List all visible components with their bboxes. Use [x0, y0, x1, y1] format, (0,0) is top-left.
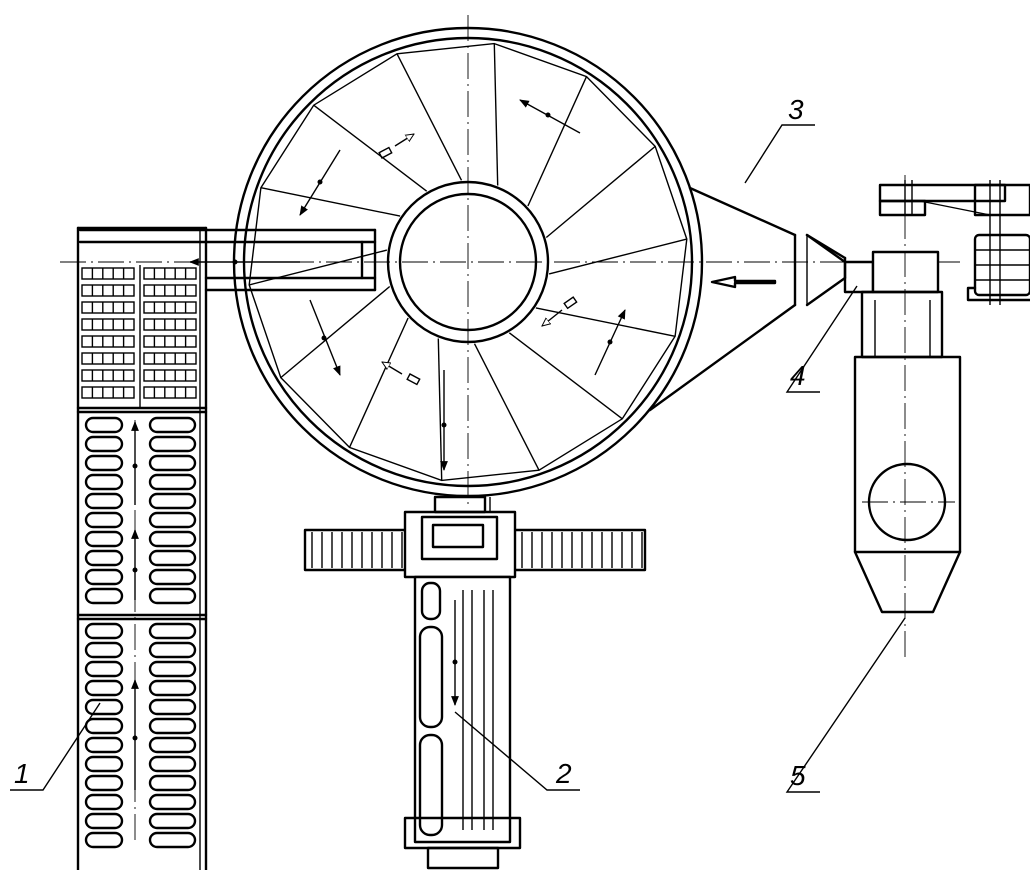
drum-blade — [260, 187, 401, 217]
vent-slot — [84, 736, 124, 754]
vent-slot — [84, 774, 124, 792]
drum-blade — [527, 76, 588, 207]
drum-blade — [535, 307, 676, 337]
vent-slot — [148, 511, 197, 529]
vent-slot — [148, 793, 197, 811]
callout-2: 2 — [556, 758, 572, 789]
grate-cell — [81, 352, 135, 365]
grate-cell — [143, 267, 197, 280]
grate-cell — [81, 301, 135, 314]
vent-slot — [148, 812, 197, 830]
dust-collector — [853, 355, 962, 614]
vent-slot — [148, 698, 197, 716]
vent-slot — [84, 679, 124, 697]
vent-slot — [84, 492, 124, 510]
gear-teeth — [311, 532, 643, 568]
drum-blade — [493, 43, 499, 186]
drum-blade — [249, 249, 388, 286]
vent-slot — [84, 530, 124, 548]
vent-slot — [84, 717, 124, 735]
callout-3: 3 — [788, 94, 804, 125]
vent-slot — [84, 755, 124, 773]
vent-slot — [84, 641, 124, 659]
vent-slot — [148, 774, 197, 792]
drum-blade — [348, 317, 409, 448]
callout-1: 1 — [14, 758, 30, 789]
grate-cell — [143, 318, 197, 331]
vent-slot — [148, 717, 197, 735]
grate-cells — [81, 267, 197, 399]
leader-lines — [10, 124, 906, 793]
vent-slot — [148, 755, 197, 773]
grate-cell — [81, 335, 135, 348]
grate-cell — [81, 386, 135, 399]
vent-slot — [148, 622, 197, 640]
vent-slot — [148, 568, 197, 586]
vent-slot — [84, 435, 124, 453]
grate-cell — [143, 386, 197, 399]
vent-slot — [148, 660, 197, 678]
grate-cell — [81, 318, 135, 331]
drive-unit — [303, 495, 647, 870]
grate-cell — [81, 369, 135, 382]
grate-cell — [143, 352, 197, 365]
vent-slot — [148, 435, 197, 453]
vent-slot — [148, 473, 197, 491]
grate-cell — [143, 284, 197, 297]
vent-slot — [148, 416, 197, 434]
vent-slot — [148, 679, 197, 697]
vent-slot — [148, 549, 197, 567]
drum-blade — [437, 338, 443, 481]
outlet-duct — [78, 228, 377, 292]
vent-slot — [148, 641, 197, 659]
vent-slot — [84, 831, 124, 849]
vent-slot — [148, 454, 197, 472]
rotary-drum — [60, 15, 965, 505]
vent-slot — [84, 812, 124, 830]
callout-4: 4 — [790, 360, 806, 391]
vent-slot — [84, 511, 124, 529]
grate-cell — [143, 301, 197, 314]
vent-slot — [84, 416, 124, 434]
vent-slot — [84, 549, 124, 567]
grate-cell — [81, 284, 135, 297]
drum-blade — [548, 238, 687, 275]
drum-blade — [508, 332, 623, 420]
ventilation-slots — [84, 416, 197, 849]
vent-slot — [84, 622, 124, 640]
grate-cell — [81, 267, 135, 280]
drum-blade — [280, 285, 391, 379]
vent-slot — [148, 736, 197, 754]
grate-cell — [143, 335, 197, 348]
vent-slot — [84, 660, 124, 678]
drum-blade — [313, 104, 428, 192]
vent-slot — [84, 587, 124, 605]
fan-unit — [843, 175, 1030, 660]
vent-slot — [84, 698, 124, 716]
vent-slot — [84, 454, 124, 472]
drum-blade — [396, 53, 463, 181]
drum-blade — [545, 145, 656, 239]
vent-slot — [148, 831, 197, 849]
drum-blade — [473, 343, 540, 471]
vent-slot — [148, 492, 197, 510]
vent-slot — [84, 793, 124, 811]
vent-slot — [84, 568, 124, 586]
callout-5: 5 — [790, 760, 806, 791]
vent-slot — [148, 587, 197, 605]
cooler-conveyor — [76, 226, 208, 870]
grate-cell — [143, 369, 197, 382]
vent-slot — [148, 530, 197, 548]
vent-slot — [84, 473, 124, 491]
